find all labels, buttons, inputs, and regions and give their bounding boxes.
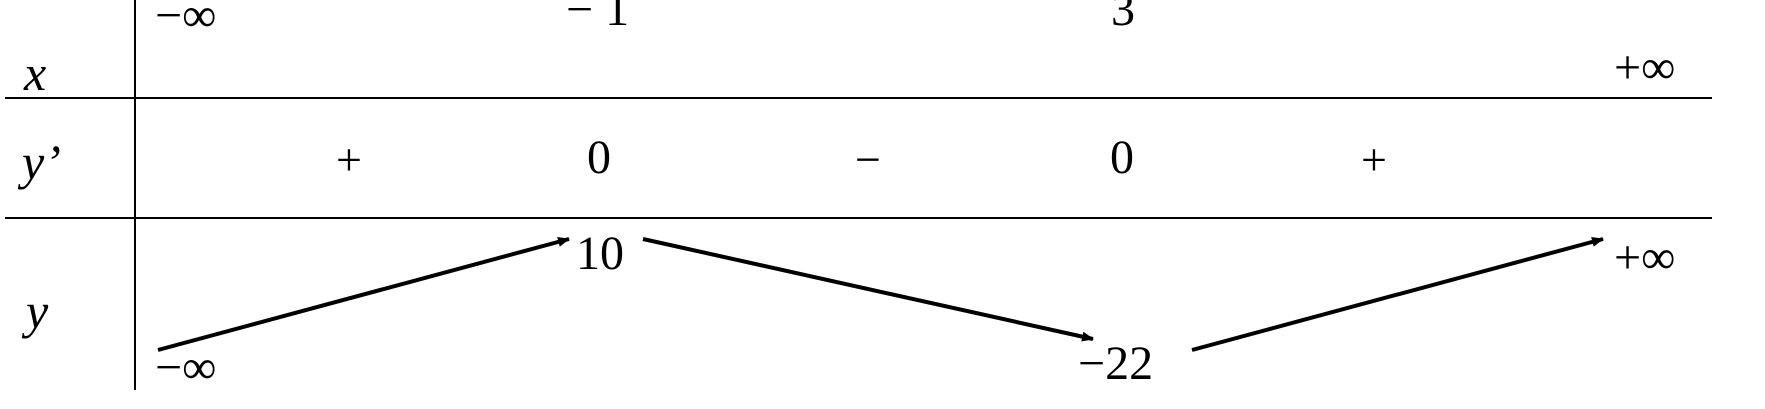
row-label-x: x <box>24 45 47 101</box>
derivative-zero-2: 0 <box>1110 131 1134 184</box>
x-value-three: 3 <box>1111 0 1135 36</box>
derivative-sign-1: + <box>336 134 362 185</box>
x-value-minus-one: − 1 <box>566 0 630 36</box>
x-value-plus-infinity: +∞ <box>1614 41 1676 94</box>
variation-local-max: 10 <box>576 227 624 280</box>
variation-end: +∞ <box>1614 231 1676 284</box>
x-value-minus-infinity: −∞ <box>155 0 217 42</box>
arrow-decreasing <box>642 237 1094 342</box>
arrow-increasing-2 <box>1191 237 1604 352</box>
row-label-y: y <box>26 283 49 339</box>
derivative-zero-1: 0 <box>587 131 611 184</box>
variation-start: −∞ <box>155 341 217 394</box>
row-label-yprime: y’ <box>22 134 61 190</box>
derivative-sign-2: − <box>855 134 881 185</box>
arrow-increasing-1 <box>157 237 570 352</box>
variation-local-min: −22 <box>1078 337 1154 390</box>
derivative-sign-3: + <box>1361 134 1387 185</box>
